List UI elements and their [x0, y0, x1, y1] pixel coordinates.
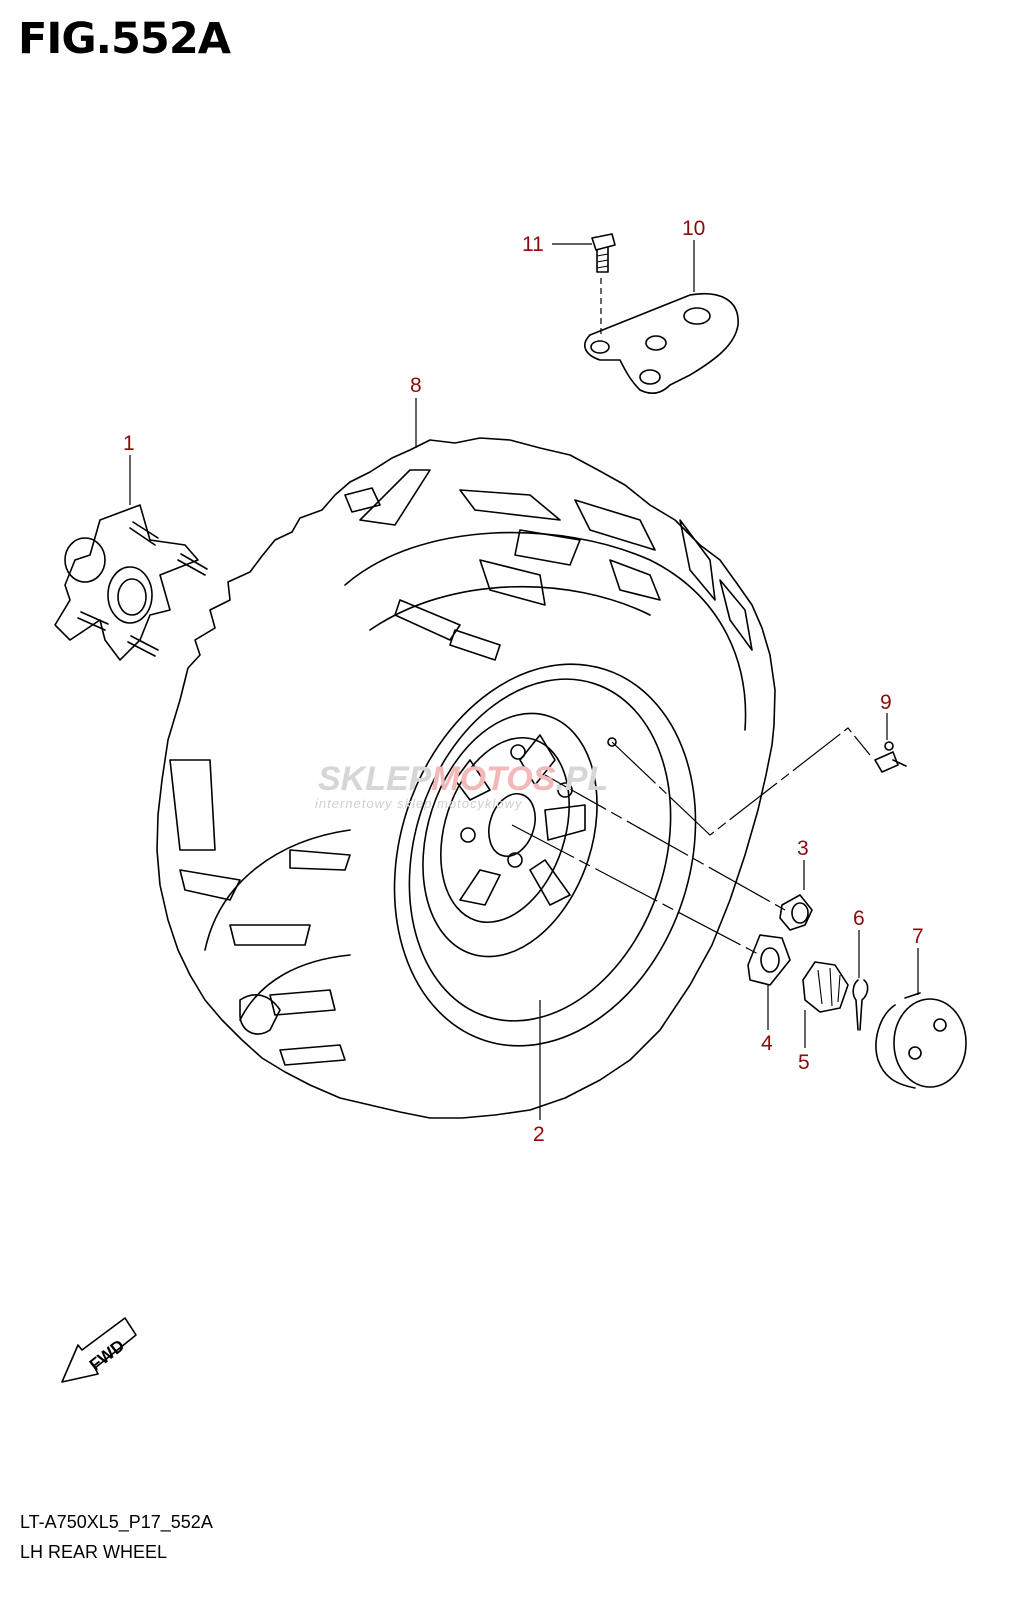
- watermark-brand-1: SKLEP: [318, 760, 432, 798]
- figure-name: LH REAR WHEEL: [20, 1542, 168, 1562]
- cotter-pin: [852, 979, 869, 1031]
- callout-1: 1: [123, 432, 135, 455]
- castle-nut: [802, 961, 849, 1013]
- watermark-tagline: internetowy sklep motocyklowy: [315, 796, 523, 811]
- lock-washer: [747, 934, 791, 986]
- callout-9: 9: [880, 691, 892, 714]
- wheel-rim: [393, 663, 697, 1047]
- watermark-brand-2: MOTOS: [431, 760, 555, 798]
- callout-5: 5: [798, 1051, 810, 1074]
- callout-3: 3: [797, 837, 809, 860]
- callout-labels: 1 2 3 4 5 6 7 8 9 10 11: [123, 217, 924, 1146]
- callout-11: 11: [522, 233, 544, 256]
- fwd-arrow-icon: FWD: [61, 1317, 137, 1383]
- callout-2: 2: [533, 1123, 545, 1146]
- watermark: SKLEPMOTOS.PL internetowy sklep motocykl…: [315, 760, 608, 811]
- tire: [156, 437, 776, 1119]
- model-code: LT-A750XL5_P17_552A: [20, 1512, 213, 1532]
- bracket-bolt: [591, 233, 616, 273]
- watermark-brand-3: .PL: [555, 760, 608, 798]
- leader-lines: [129, 240, 919, 1120]
- callout-4: 4: [761, 1032, 773, 1055]
- callout-6: 6: [853, 907, 865, 930]
- callout-10: 10: [682, 217, 705, 240]
- callout-7: 7: [912, 925, 924, 948]
- wheel-hub: [54, 504, 208, 661]
- svg-text:SKLEPMOTOS.PL: SKLEPMOTOS.PL: [318, 760, 608, 798]
- tire-valve: [874, 741, 907, 773]
- hub-cap: [875, 992, 967, 1089]
- wheel-nut: [779, 894, 813, 931]
- brake-bracket: [584, 293, 739, 395]
- figure-title: FIG.552A: [18, 14, 231, 64]
- callout-8: 8: [410, 374, 422, 397]
